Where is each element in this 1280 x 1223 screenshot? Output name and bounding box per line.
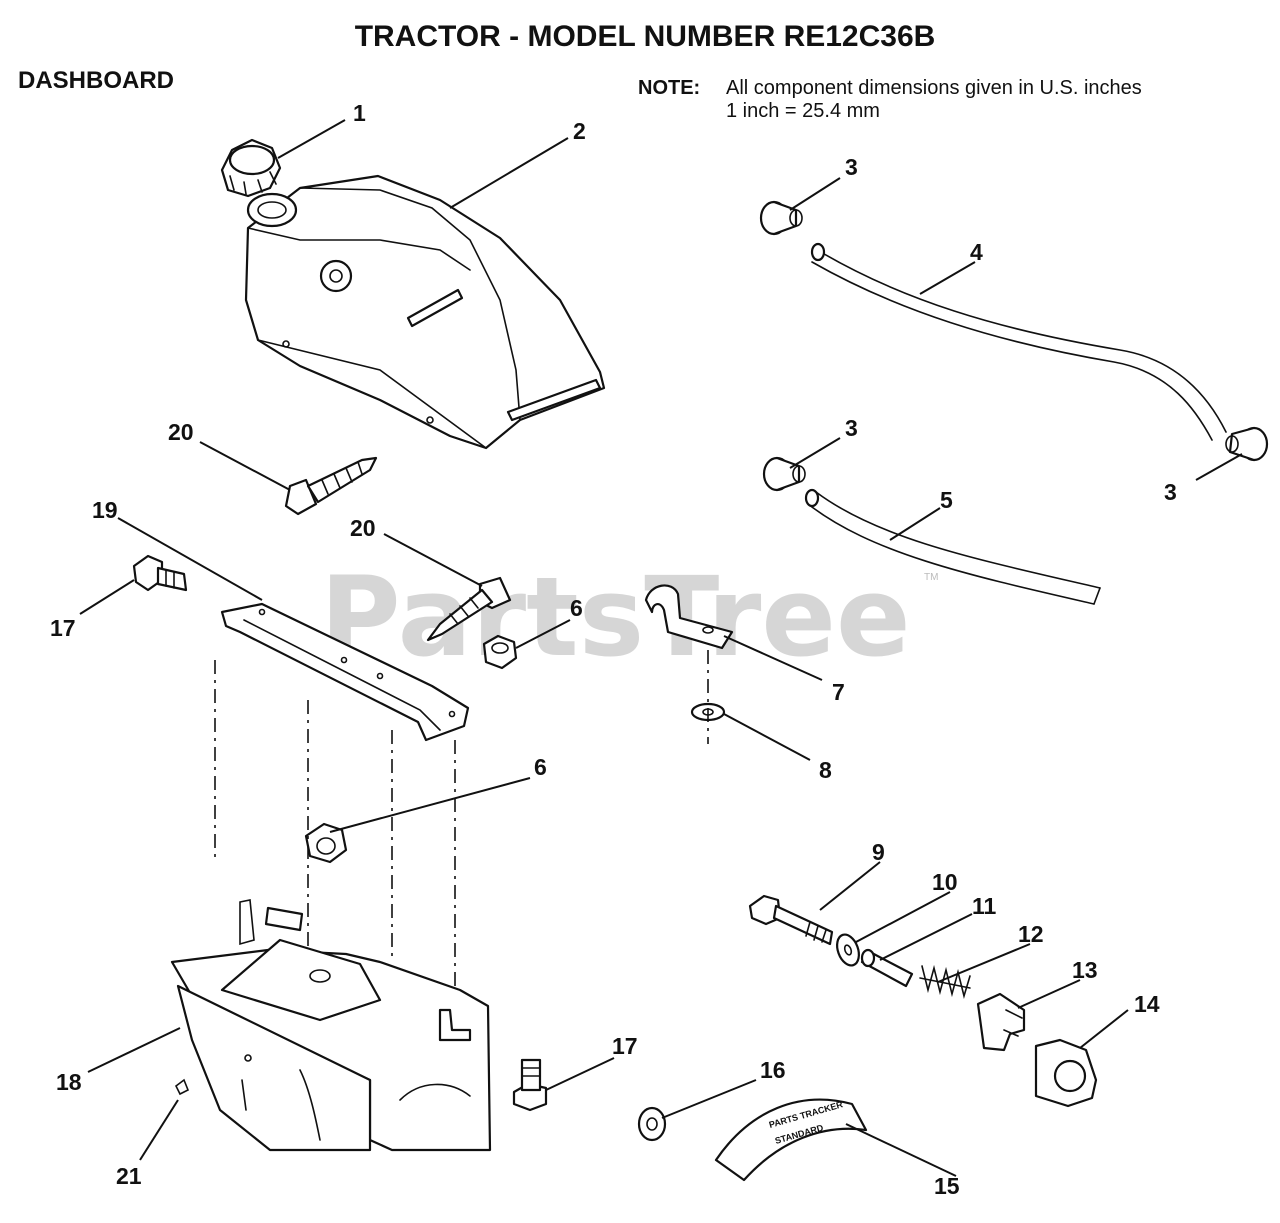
callout-10: 10 bbox=[932, 869, 958, 895]
part-7-hose-bracket[interactable] bbox=[644, 584, 734, 650]
callout-3-middle: 3 bbox=[845, 415, 858, 441]
note-line-1: All component dimensions given in U.S. i… bbox=[726, 77, 1142, 99]
part-12-spring[interactable] bbox=[919, 964, 971, 1000]
callout-3-top: 3 bbox=[845, 154, 858, 180]
diagram-title: TRACTOR - MODEL NUMBER RE12C36B bbox=[355, 20, 936, 53]
section-label: DASHBOARD bbox=[18, 67, 174, 94]
part-3-hose-clamp-top[interactable] bbox=[759, 200, 803, 236]
callout-17-upper: 17 bbox=[50, 615, 76, 641]
part-2-dashboard-tank[interactable] bbox=[244, 174, 606, 450]
part-11-spacer[interactable] bbox=[860, 948, 914, 988]
part-16-knob[interactable] bbox=[637, 1106, 667, 1142]
callout-14: 14 bbox=[1134, 991, 1160, 1017]
callout-9: 9 bbox=[872, 839, 885, 865]
part-20-screw-top[interactable] bbox=[284, 456, 378, 516]
callout-11: 11 bbox=[972, 893, 997, 919]
part-13-clip[interactable] bbox=[976, 992, 1026, 1052]
part-4-fuel-hose-long[interactable] bbox=[810, 242, 1227, 441]
callout-13: 13 bbox=[1072, 957, 1098, 983]
part-15-decal[interactable]: PARTS TRACKER STANDARD bbox=[714, 1098, 868, 1182]
callout-6-upper: 6 bbox=[570, 595, 583, 621]
watermark: PartsTree bbox=[320, 553, 911, 681]
alignment-lines bbox=[214, 650, 709, 1010]
callout-17-lower: 17 bbox=[612, 1033, 638, 1059]
note-line-2: 1 inch = 25.4 mm bbox=[726, 100, 880, 122]
part-18-lower-panel[interactable] bbox=[170, 899, 492, 1152]
callout-4: 4 bbox=[970, 239, 983, 265]
callout-21: 21 bbox=[116, 1163, 142, 1189]
callout-5: 5 bbox=[940, 487, 953, 513]
part-5-fuel-hose-short[interactable] bbox=[804, 488, 1101, 605]
callout-labels: 1 2 3 4 3 3 5 6 6 7 8 9 10 11 12 13 14 1… bbox=[50, 100, 1177, 1199]
callout-12: 12 bbox=[1018, 921, 1044, 947]
part-20-screw-middle[interactable] bbox=[426, 576, 512, 642]
part-10-washer[interactable] bbox=[833, 932, 863, 969]
leader-lines bbox=[79, 119, 1243, 1177]
callout-18: 18 bbox=[56, 1069, 82, 1095]
part-3-hose-clamp-right[interactable] bbox=[1225, 426, 1269, 462]
part-1-fuel-cap[interactable] bbox=[220, 138, 282, 198]
part-9-bolt[interactable] bbox=[748, 894, 834, 946]
part-6-nut-lower[interactable] bbox=[304, 822, 348, 864]
callout-8: 8 bbox=[819, 757, 832, 783]
callout-7: 7 bbox=[832, 679, 845, 705]
callout-20-middle: 20 bbox=[350, 515, 376, 541]
part-19-support-bracket[interactable] bbox=[220, 602, 470, 742]
part-6-nut-upper[interactable] bbox=[482, 634, 518, 670]
callout-15: 15 bbox=[934, 1173, 960, 1199]
part-17-bolt-upper[interactable] bbox=[132, 554, 188, 592]
callout-20-top: 20 bbox=[168, 419, 194, 445]
callout-1: 1 bbox=[353, 100, 366, 126]
watermark-tm: TM bbox=[924, 572, 938, 583]
callout-2: 2 bbox=[573, 118, 586, 144]
callout-3-right: 3 bbox=[1164, 479, 1177, 505]
callout-16: 16 bbox=[760, 1057, 786, 1083]
callout-19: 19 bbox=[92, 497, 118, 523]
part-17-bolt-lower[interactable] bbox=[512, 1058, 548, 1112]
callout-6-lower: 6 bbox=[534, 754, 547, 780]
part-14-lever-block[interactable] bbox=[1034, 1038, 1098, 1108]
note-label: NOTE: bbox=[638, 77, 700, 99]
part-21-fastener[interactable] bbox=[174, 1078, 190, 1096]
